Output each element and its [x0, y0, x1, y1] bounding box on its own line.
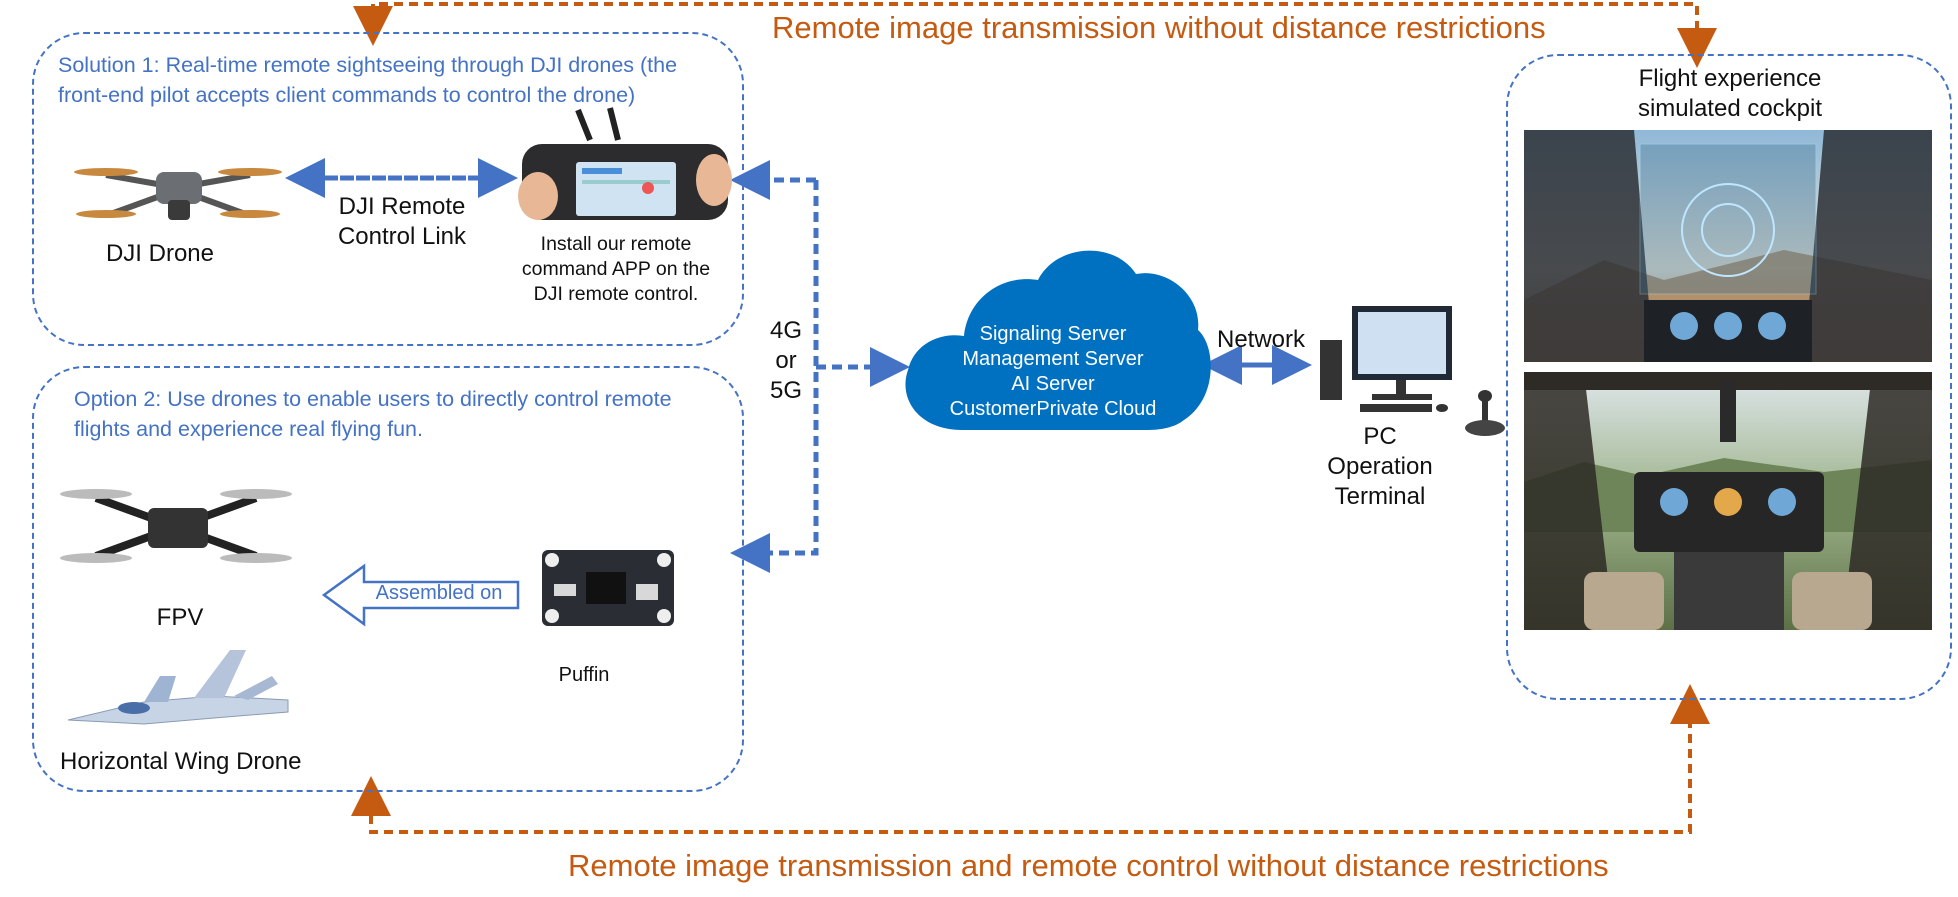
dji-link-text: DJI Remote Control Link [337, 193, 467, 250]
cloud-line-3: AI Server [1011, 373, 1095, 395]
remote-controller-image [518, 104, 732, 224]
network-type-5g: 5G [769, 377, 802, 404]
wing-drone-image [64, 636, 292, 736]
bottom-banner: Remote image transmission and remote con… [568, 848, 1609, 883]
assembled-arrow [321, 563, 520, 627]
solution1-title: Solution 1: Real-time remote sightseeing… [58, 53, 678, 107]
network-type-or: or [775, 347, 797, 374]
network-type-label: 4G or 5G [756, 316, 816, 406]
top-banner: Remote image transmission without distan… [772, 10, 1546, 45]
dji-app-label: Install our remote command APP on the DJ… [521, 233, 711, 305]
pc-label: PC Operation Terminal [1300, 422, 1460, 512]
option2-title: Option 2: Use drones to enable users to … [74, 387, 672, 441]
dji-link-label: DJI Remote Control Link [312, 192, 492, 252]
pc-label-line3: Terminal [1334, 483, 1426, 510]
cloud-line-1: Signaling Server [979, 323, 1127, 345]
assembled-label: Assembled on [375, 582, 503, 604]
cloud-shape [905, 250, 1211, 430]
cockpit-image-2 [1524, 372, 1932, 630]
puffin-board-image [528, 540, 688, 636]
network-label: Network [1216, 326, 1306, 353]
puffin-label: Puffin [558, 664, 610, 686]
option2-box [32, 366, 744, 792]
cloud-line-2: Management Server [962, 348, 1144, 370]
wing-drone-label: Horizontal Wing Drone [60, 748, 302, 775]
cloud-line-4: CustomerPrivate Cloud [949, 398, 1157, 420]
fpv-drone-image [56, 468, 296, 586]
solution1-box [32, 32, 744, 346]
cockpit-title: Flight experience simulated cockpit [1560, 64, 1900, 124]
cockpit-title-line1: Flight experience [1638, 65, 1822, 92]
dji-drone-image [68, 130, 288, 230]
pc-label-line2: Operation [1327, 453, 1433, 480]
pc-label-line1: PC [1363, 423, 1397, 450]
network-type-4g: 4G [769, 317, 802, 344]
fpv-label: FPV [156, 604, 204, 631]
joystick-icon [1462, 388, 1508, 438]
cockpit-box [1506, 54, 1952, 700]
pc-icon [1316, 300, 1456, 428]
dji-drone-label: DJI Drone [105, 240, 215, 267]
cloud-text: Signaling Server Management Server AI Se… [918, 322, 1188, 422]
cockpit-title-line2: simulated cockpit [1637, 95, 1823, 122]
cockpit-image-1 [1524, 130, 1932, 362]
